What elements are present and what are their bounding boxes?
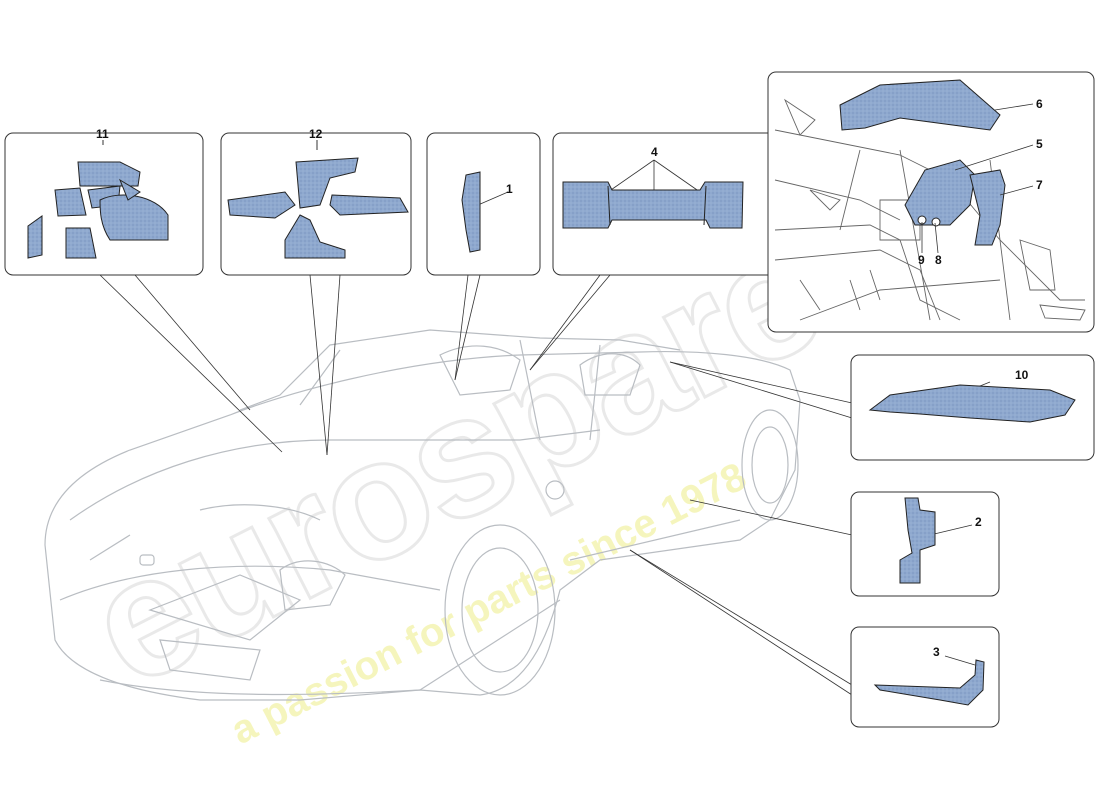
callout-9: 9 (918, 253, 925, 267)
panel-10: 10 (850, 354, 1095, 461)
callout-7: 7 (1036, 178, 1043, 192)
insulation-part-10 (868, 384, 1076, 423)
callout-12: 12 (309, 127, 323, 141)
insulation-part-1 (461, 171, 481, 253)
panel-3: 3 (850, 626, 1000, 728)
panel-4: 4 (552, 132, 780, 276)
panel-detail: 6 5 7 9 8 (767, 71, 1095, 333)
insulation-part-11 (27, 161, 169, 259)
panel-11: 11 (4, 127, 204, 276)
callout-1: 1 (506, 182, 513, 196)
callout-4: 4 (651, 145, 658, 159)
callout-5: 5 (1036, 137, 1043, 151)
insulation-part-3 (873, 659, 985, 706)
callout-8: 8 (935, 253, 942, 267)
insulation-part-7 (969, 169, 1006, 246)
callout-3: 3 (933, 645, 940, 659)
callout-10: 10 (1015, 368, 1029, 382)
panel-12: 12 (220, 127, 412, 276)
insulation-part-5 (904, 159, 976, 226)
car-outline (44, 329, 801, 701)
panel-2: 2 (850, 491, 1000, 597)
insulation-part-12 (227, 157, 409, 259)
insulation-part-6 (839, 79, 1001, 131)
callout-2: 2 (975, 515, 982, 529)
chassis-frame (774, 98, 1086, 321)
insulation-part-2 (899, 497, 936, 584)
callout-11: 11 (96, 127, 109, 141)
panel-1: 1 (426, 132, 541, 276)
leader-lines (99, 274, 853, 696)
callout-6: 6 (1036, 97, 1043, 111)
